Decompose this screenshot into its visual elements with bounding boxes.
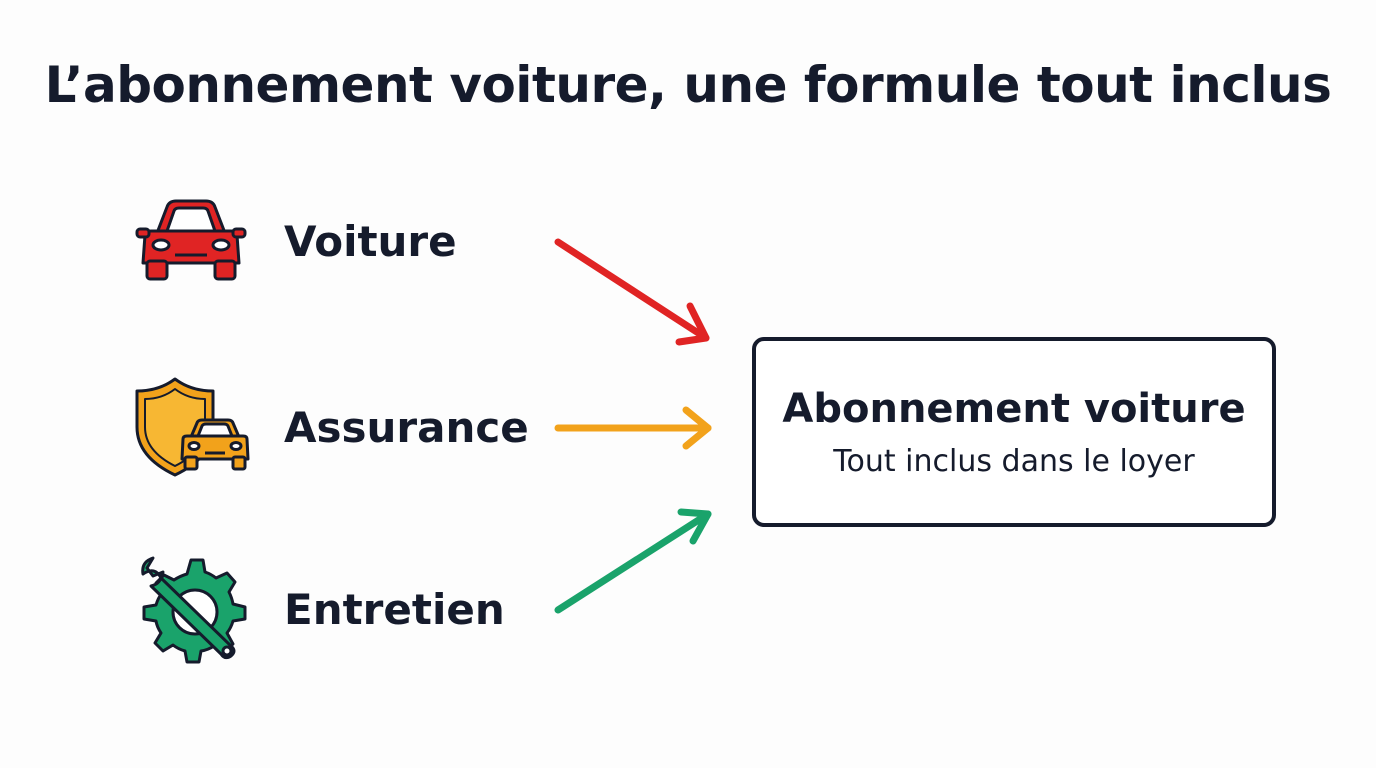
result-subtitle: Tout inclus dans le loyer bbox=[833, 443, 1195, 479]
arrow-voiture bbox=[554, 238, 710, 346]
page-title: L’abonnement voiture, une formule tout i… bbox=[44, 56, 1332, 114]
item-label-voiture: Voiture bbox=[284, 216, 457, 266]
item-label-entretien: Entretien bbox=[284, 584, 505, 634]
wrench-gear-icon bbox=[128, 554, 254, 664]
result-title: Abonnement voiture bbox=[782, 385, 1246, 432]
item-label-assurance: Assurance bbox=[284, 402, 529, 452]
car-icon bbox=[128, 186, 254, 296]
item-entretien: Entretien bbox=[128, 554, 505, 664]
arrow-entretien bbox=[554, 508, 712, 614]
arrow-assurance bbox=[554, 406, 712, 450]
shield-car-icon bbox=[128, 372, 254, 482]
item-assurance: Assurance bbox=[128, 372, 529, 482]
result-box: Abonnement voiture Tout inclus dans le l… bbox=[752, 337, 1276, 527]
item-voiture: Voiture bbox=[128, 186, 457, 296]
